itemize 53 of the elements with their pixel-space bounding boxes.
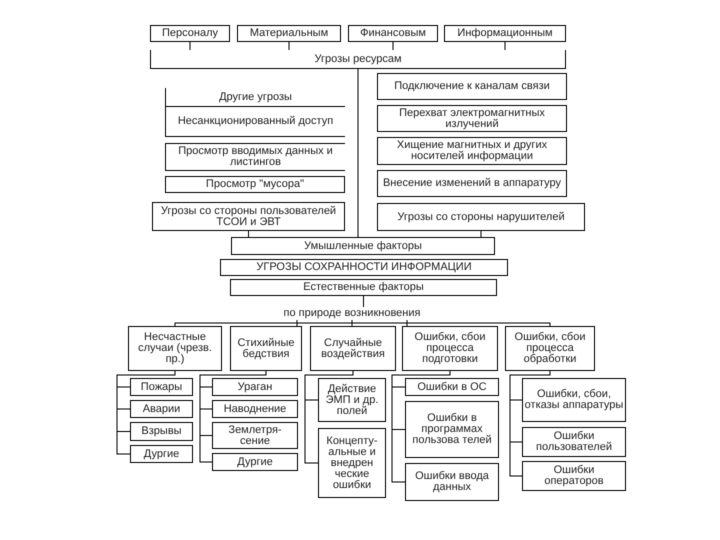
text-box: Умышленные факторы: [231, 237, 495, 255]
text-box: Землетря- сение: [212, 422, 298, 449]
connector-line: [296, 320, 298, 326]
text-box: Угрозы со стороны нарушителей: [377, 203, 585, 231]
text-box: Взрывы: [130, 422, 193, 441]
connector-line: [392, 370, 450, 482]
connector-line: [392, 42, 394, 50]
text-box: Внесение изменений в аппаратуру: [377, 170, 567, 197]
text-box: Ошибки, сбои процесса подготовки: [402, 326, 498, 371]
text-box: Естественные факторы: [230, 279, 497, 296]
text-box: Финансовым: [348, 25, 438, 42]
text-box: Стихийные бедствия: [230, 326, 302, 371]
text-box: Материальным: [237, 25, 341, 42]
connector-line: [510, 370, 550, 476]
text-box: Просмотр "мусора": [165, 176, 345, 193]
connector-line: [174, 320, 352, 326]
connector-line: [352, 320, 550, 326]
text-box: Концепту- альные и внедрен ческие ошибки: [318, 428, 386, 498]
text-box: Ошибки в программах пользова телей: [405, 401, 499, 458]
bracket-box: Угрозы ресурсам: [150, 50, 566, 69]
text-box: Пожары: [130, 378, 193, 396]
text-box: Ошибки операторов: [522, 461, 626, 491]
text-box: Перехват электромагнитных излучений: [377, 105, 567, 132]
connector-line: [116, 370, 176, 454]
text-box: Ураган: [212, 378, 298, 396]
text-box: Действие ЭМП и др. полей: [318, 378, 386, 422]
text-box: Несанкционированный доступ: [165, 107, 345, 137]
connector-line: [200, 370, 266, 462]
text-box: Аварии: [130, 400, 193, 418]
connector-line: [504, 42, 506, 50]
text-box: Персоналу: [150, 25, 230, 42]
text-box: Хищение магнитных и других носителей информации: [377, 137, 567, 165]
connector-line: [248, 230, 249, 238]
connector-line: [288, 42, 290, 50]
text-box: Подключение к каналам связи: [377, 73, 567, 100]
text-box: Информационным: [444, 25, 566, 42]
connector-line: [304, 370, 354, 464]
text-box: Ошибки, сбои процесса обработки: [505, 326, 595, 371]
text-box: Случайные воздействия: [310, 326, 396, 371]
connector-line: [363, 296, 364, 308]
text-box: Дургие: [212, 453, 298, 471]
text-box: Ошибки, сбои, отказы аппаратуры: [522, 378, 626, 422]
text-box: Угрозы со стороны пользователей ТСОИ и ЭВТ: [152, 202, 345, 231]
text-box: Ошибки пользователей: [522, 427, 626, 457]
bracket-box: Другие угрозы: [165, 88, 345, 107]
text-box: Ошибки в ОС: [405, 378, 499, 396]
text-box: Дургие: [130, 445, 193, 463]
text-box: Просмотр вводимых данных и листингов: [165, 143, 345, 171]
text-box: Наводнение: [212, 400, 298, 418]
text-box: Несчастные случаи (чрезв. пр.): [128, 326, 222, 371]
text-box: Ошибки ввода данных: [405, 463, 499, 501]
connector-line: [480, 230, 482, 238]
text-box: УГРОЗЫ СОХРАННОСТИ ИНФОРМАЦИИ: [220, 259, 508, 276]
